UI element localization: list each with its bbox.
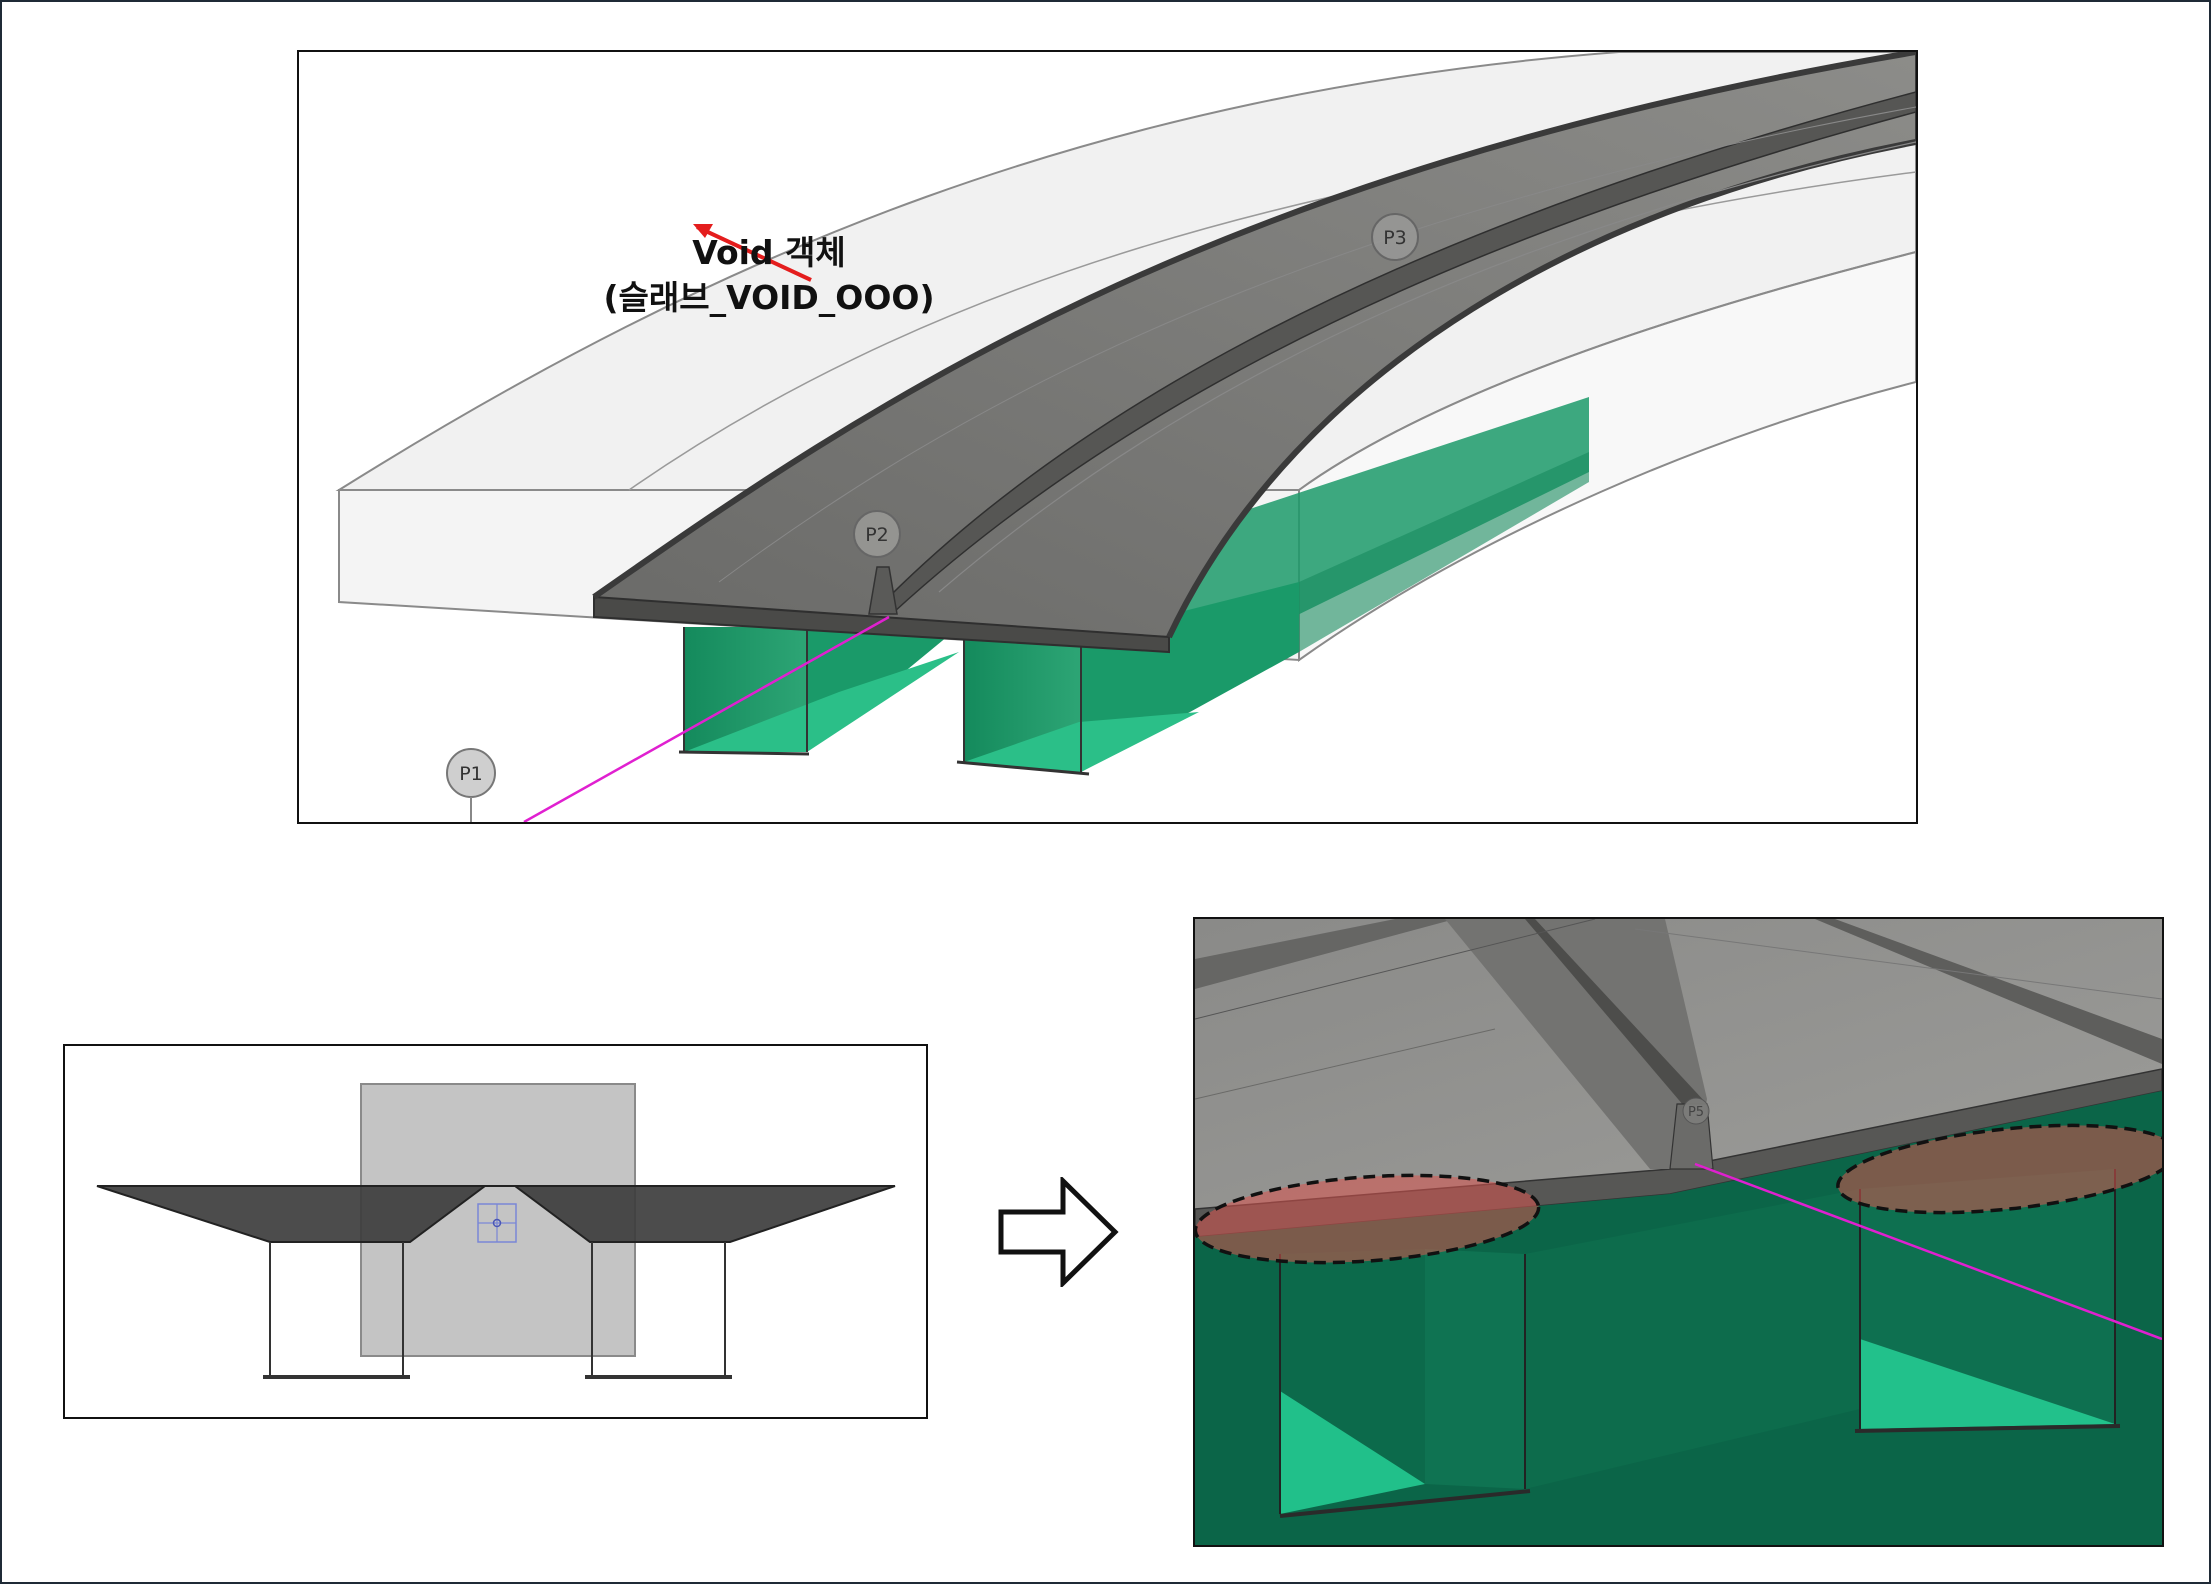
deck-slab [592,52,1916,654]
marker-p5: P5 [1682,1097,1710,1125]
bridge-3d-drawing: P1 P2 P3 [335,52,1916,822]
zoomed-detail-drawing: P5 [1195,919,2162,1545]
overlap-highlight-right [1836,1123,2162,1215]
zoomed-detail-view: P5 [1193,917,2164,1547]
svg-text:P1: P1 [459,763,483,785]
marker-p2: P2 [853,510,901,558]
cross-section-drawing [96,1083,896,1379]
girder-left-section [263,1242,410,1379]
marker-p3: P3 [1371,213,1419,261]
void-object-title: Void 객체 [692,233,846,272]
bridge-3d-view: P1 P2 P3 Void 객체 (슬래브_VOID_OOO) [297,50,1918,824]
deck-slab-detail [1195,919,2162,1238]
void-object-label: Void 객체 (슬래브_VOID_OOO) [599,230,939,320]
void-object-subtitle: (슬래브_VOID_OOO) [603,278,935,317]
svg-text:P5: P5 [1688,1105,1704,1120]
annotation-arrow [693,224,812,282]
svg-text:P2: P2 [865,524,889,546]
marker-p1: P1 [446,748,496,822]
cross-section-view [63,1044,928,1419]
steel-box-girders [678,397,1589,776]
section-origin-icon [477,1203,517,1243]
alignment-line-detail [1694,1162,2162,1341]
svg-text:P3: P3 [1383,227,1407,249]
alignment-line [523,615,890,822]
process-arrow-icon [998,1177,1119,1287]
girder-right-section [585,1242,732,1379]
deck-section [96,1185,896,1243]
